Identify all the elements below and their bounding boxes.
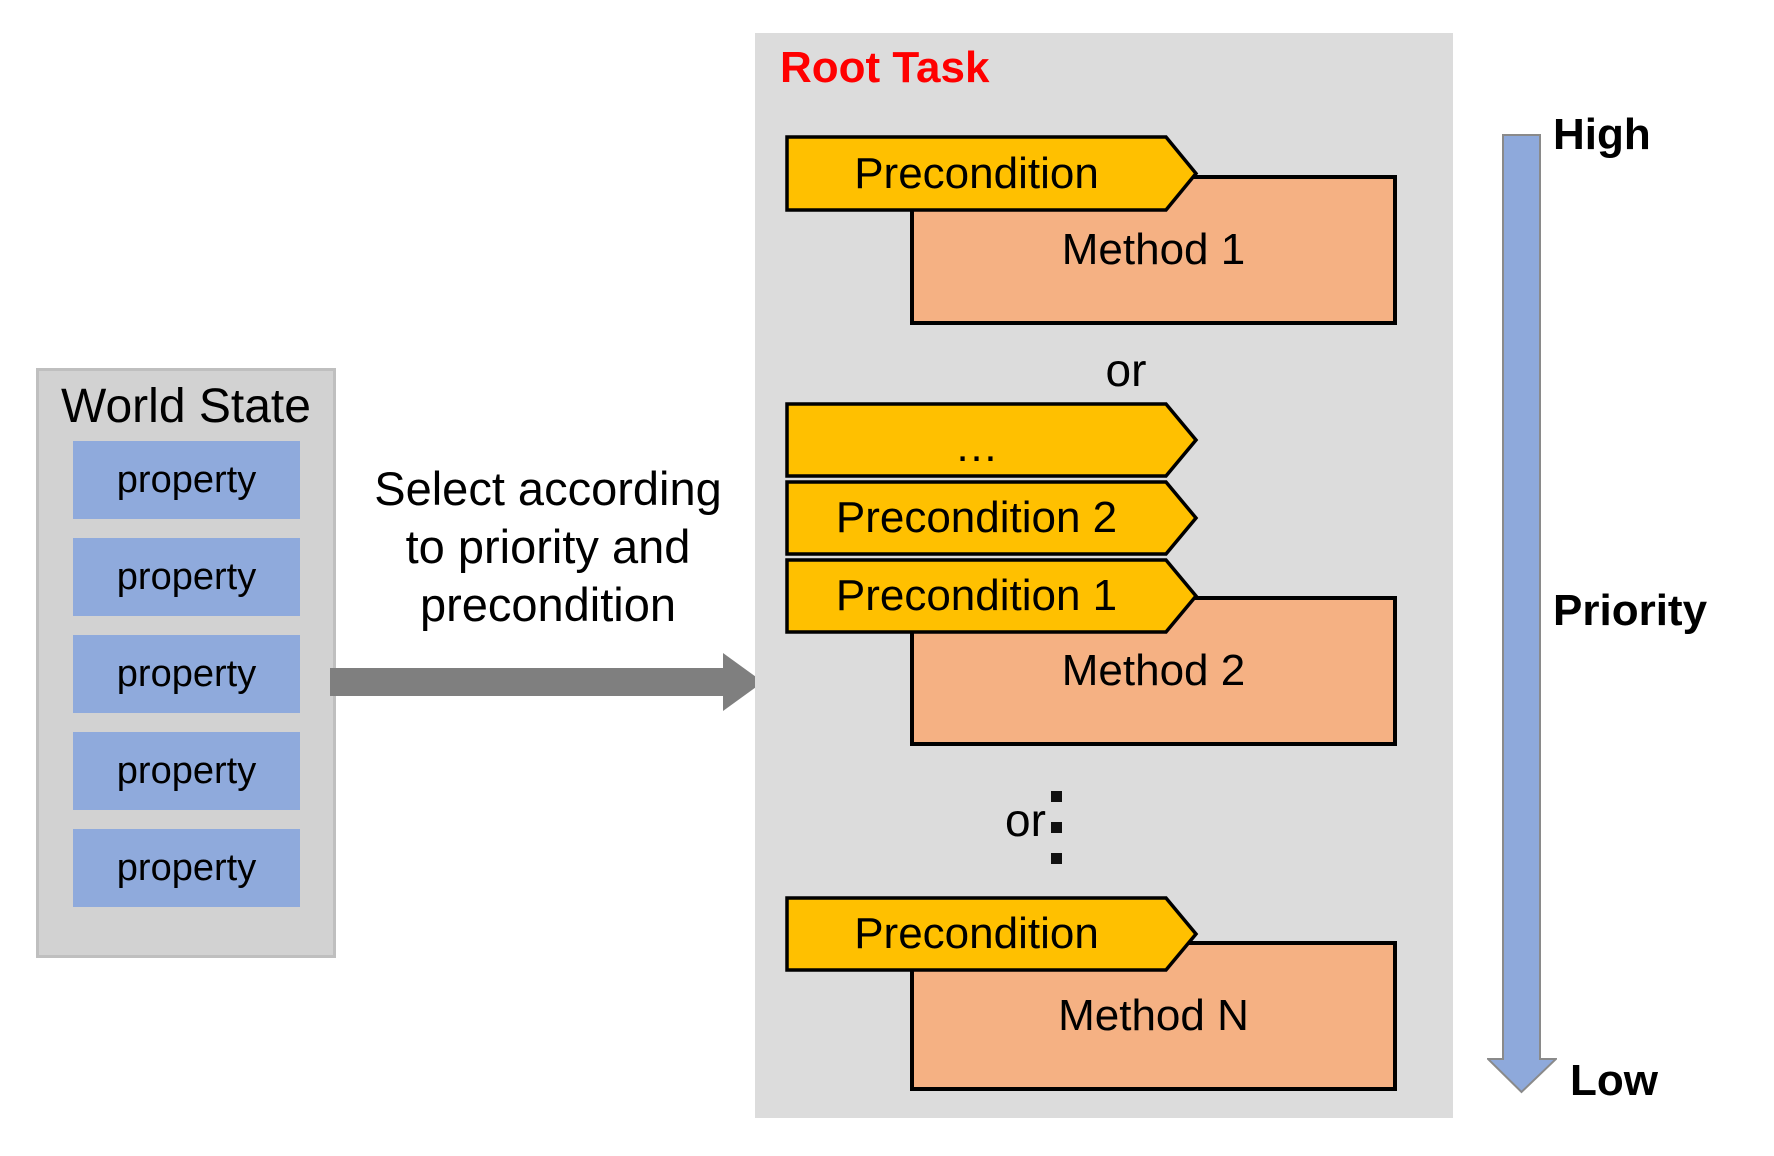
priority-low-label: Low [1570, 1056, 1658, 1105]
method-1-label: Method 1 [1061, 225, 1246, 274]
select-caption: Select according to priority and precond… [320, 460, 776, 634]
priority-high-label: High [1553, 110, 1651, 159]
precondition-arrow-shape-icon [785, 558, 1199, 634]
precondition-2-label: Precondition 2 [835, 493, 1118, 542]
precondition-arrow-shape-icon [785, 402, 1199, 478]
precondition-arrow-shape-icon [785, 480, 1199, 556]
precondition-label: Precondition [854, 148, 1099, 198]
or-separator: or [1105, 344, 1147, 396]
precondition-2-tag: Precondition 2 [785, 480, 1199, 556]
select-caption-line: Select according [374, 462, 722, 515]
select-arrow-icon [330, 653, 763, 711]
property-box: property [73, 732, 300, 810]
precondition-1-tag: Precondition 1 [785, 558, 1199, 634]
world-state-panel: World State property property property p… [36, 368, 336, 958]
property-box: property [73, 829, 300, 907]
precondition-label: Precondition [854, 909, 1099, 958]
world-state-title: World State [61, 380, 311, 433]
precondition-arrow-shape-icon [785, 135, 1199, 212]
priority-axis-label: Priority [1553, 586, 1708, 635]
precondition-ellipsis-tag: … [785, 402, 1199, 478]
or-separator: or [1005, 794, 1046, 846]
method-n-label: Method N [1058, 991, 1249, 1040]
root-task-title: Root Task [780, 43, 990, 92]
property-box: property [73, 538, 300, 616]
precondition-1-label: Precondition 1 [835, 571, 1118, 620]
property-box: property [73, 635, 300, 713]
select-caption-line: to priority and [405, 520, 691, 573]
priority-axis-arrow-icon [1487, 134, 1557, 1094]
method-2-label: Method 2 [1061, 646, 1246, 695]
property-box: property [73, 441, 300, 519]
root-task-panel: Root Task Method 1 Method 2 Method N Pre… [755, 33, 1453, 1118]
precondition-tag: Precondition [785, 896, 1199, 972]
precondition-arrow-shape-icon [785, 896, 1199, 972]
select-caption-line: precondition [419, 578, 677, 631]
precondition-tag: Precondition [785, 135, 1199, 212]
precondition-ellipsis-label: … [954, 422, 999, 471]
